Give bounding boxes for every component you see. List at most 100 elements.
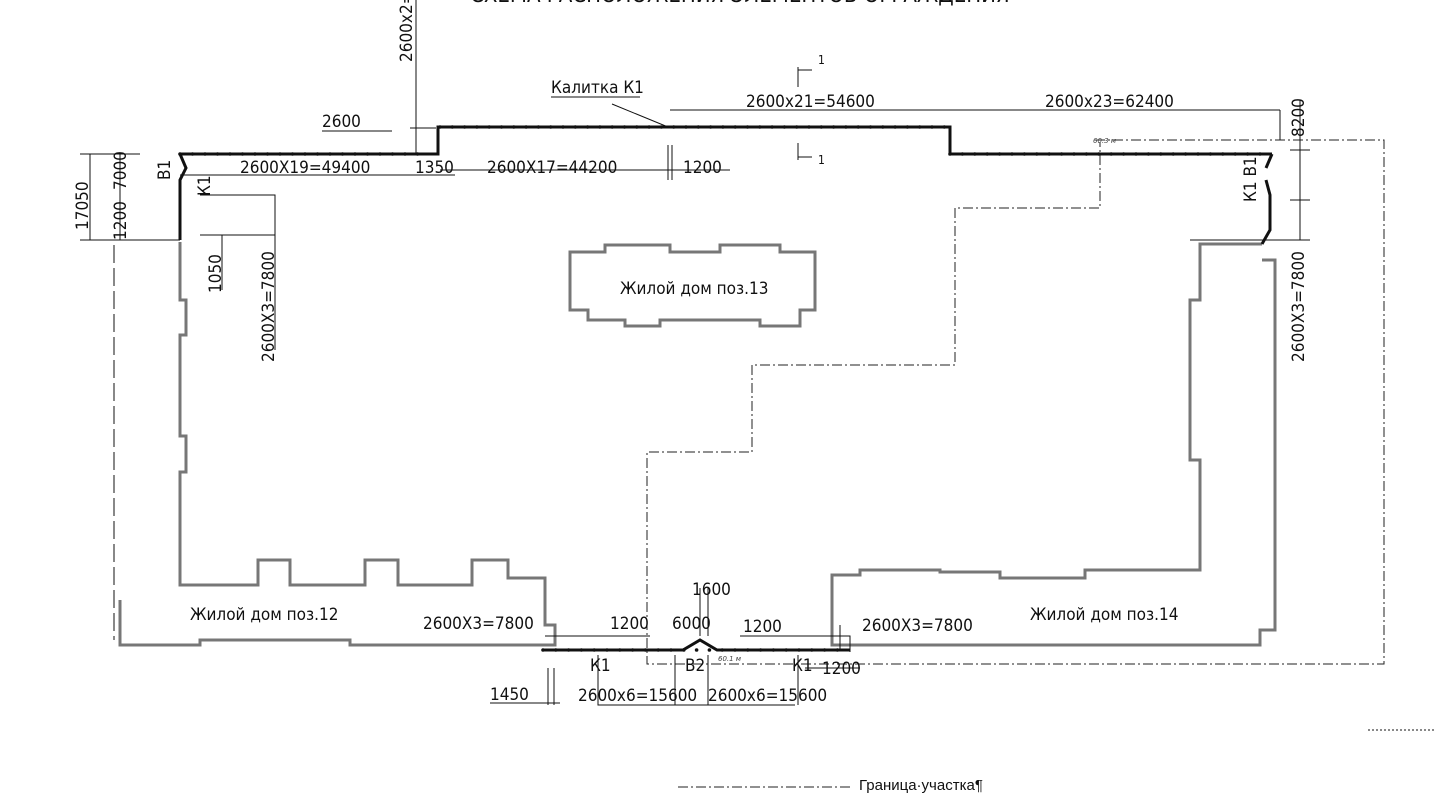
fence-post bbox=[758, 125, 762, 129]
dim-6000: 6000 bbox=[672, 614, 711, 634]
fence-post bbox=[228, 152, 232, 156]
building-12-label: Жилой дом поз.12 bbox=[190, 605, 338, 625]
dim-top-left-run: 2600Х19=49400 bbox=[240, 158, 370, 178]
dim-top-vertical: 2600x2=5200 bbox=[397, 0, 417, 62]
fence-post bbox=[203, 152, 207, 156]
fence-post bbox=[1047, 152, 1051, 156]
fence-post bbox=[340, 152, 345, 156]
fence-post bbox=[856, 125, 860, 129]
fence-post bbox=[215, 152, 220, 156]
fence-post bbox=[696, 125, 701, 129]
fence-post bbox=[893, 125, 897, 129]
fence-post bbox=[1084, 152, 1089, 156]
fence-post bbox=[784, 648, 788, 652]
fence-post bbox=[541, 648, 545, 652]
fence-post bbox=[782, 125, 787, 129]
fence-post bbox=[1097, 152, 1101, 156]
fence-post bbox=[930, 125, 934, 129]
fence-post bbox=[1010, 152, 1014, 156]
elevation-top: 60.3 м bbox=[1093, 137, 1117, 145]
dim-1600: 1600 bbox=[692, 580, 731, 600]
fence-post bbox=[822, 648, 827, 652]
fence-post bbox=[708, 125, 713, 129]
fence-post bbox=[561, 125, 565, 129]
fence-post bbox=[315, 152, 320, 156]
fence-post bbox=[592, 648, 596, 652]
fence-post bbox=[758, 648, 763, 652]
fence-post bbox=[694, 648, 699, 652]
fence-post bbox=[554, 648, 558, 652]
fence-post bbox=[605, 648, 609, 652]
fence-post bbox=[807, 125, 811, 129]
fence-post bbox=[265, 152, 270, 156]
label-k1-b1-right: К1 В1 bbox=[1241, 156, 1261, 202]
dim-left-vertical: 2600Х3=7800 bbox=[259, 251, 279, 362]
fence-post bbox=[328, 152, 332, 156]
fence-post bbox=[1208, 152, 1213, 156]
fence-post bbox=[536, 125, 541, 129]
fence-post bbox=[881, 125, 885, 129]
building-14 bbox=[830, 242, 1277, 647]
fence-east-gate bbox=[1260, 153, 1274, 245]
dim-1200-bottom-far: 1200 bbox=[822, 659, 861, 679]
fence-post bbox=[656, 648, 660, 652]
fence-post bbox=[720, 648, 724, 652]
fence-post bbox=[1121, 152, 1126, 156]
fence-post bbox=[303, 152, 307, 156]
fence-post bbox=[1258, 152, 1262, 156]
dim-1200-bottom-right: 1200 bbox=[743, 617, 782, 637]
dim-1200-left: 1200 bbox=[111, 201, 131, 240]
building-12 bbox=[113, 242, 557, 647]
fence-post bbox=[1171, 152, 1175, 156]
fence-post bbox=[598, 125, 602, 129]
building-13-label: Жилой дом поз.13 bbox=[620, 279, 768, 299]
fence-post bbox=[733, 648, 737, 652]
fence-post bbox=[403, 152, 407, 156]
dim-bottom-run-right: 2600x6=15600 bbox=[708, 686, 827, 706]
fence-post bbox=[635, 125, 639, 129]
fence-post bbox=[1022, 152, 1027, 156]
fence-post bbox=[835, 648, 840, 652]
dim-1450: 1450 bbox=[490, 685, 529, 705]
fence-post bbox=[733, 125, 737, 129]
label-k1-bottom-left: К1 bbox=[590, 656, 611, 676]
fence-post bbox=[573, 125, 578, 129]
fence-post bbox=[917, 125, 922, 129]
fence-post bbox=[707, 648, 712, 652]
section-mark-top: 1 bbox=[818, 53, 825, 67]
dim-bottom-right-run: 2600Х3=7800 bbox=[862, 616, 973, 636]
fence-post bbox=[1109, 152, 1113, 156]
fence-post bbox=[643, 648, 648, 652]
dim-17050: 17050 bbox=[73, 181, 93, 230]
fence-post bbox=[462, 125, 467, 129]
fence-post bbox=[365, 152, 370, 156]
fence-post bbox=[390, 152, 395, 156]
fence-post bbox=[1035, 152, 1039, 156]
fence-post bbox=[378, 152, 382, 156]
dim-1200-top: 1200 bbox=[683, 158, 722, 178]
label-b1-left: В1 bbox=[155, 160, 175, 180]
dim-1050: 1050 bbox=[206, 254, 226, 293]
legend-boundary-label: Граница·участка¶ bbox=[859, 777, 983, 794]
fence-post bbox=[647, 125, 651, 129]
fence-post bbox=[794, 125, 799, 129]
fence-post bbox=[278, 152, 282, 156]
fence-post bbox=[771, 648, 776, 652]
dim-8200: 8200 bbox=[1289, 98, 1309, 137]
gate-label: Калитка К1 bbox=[551, 78, 644, 98]
fence-post bbox=[622, 125, 627, 129]
fence-post bbox=[499, 125, 504, 129]
dim-top-middle: 2600x21=54600 bbox=[746, 92, 875, 112]
fence-post bbox=[438, 125, 442, 129]
fence-post bbox=[1221, 152, 1225, 156]
building-13 bbox=[568, 243, 817, 328]
fence-post bbox=[1134, 152, 1138, 156]
dimension-lines bbox=[80, 0, 1310, 706]
fence-post bbox=[290, 152, 295, 156]
fence-post bbox=[566, 648, 571, 652]
fence-post bbox=[659, 125, 664, 129]
fence-post bbox=[353, 152, 357, 156]
fence-post bbox=[682, 648, 686, 652]
dim-right-vertical: 2600Х3=7800 bbox=[1289, 251, 1309, 362]
fence-post bbox=[770, 125, 774, 129]
